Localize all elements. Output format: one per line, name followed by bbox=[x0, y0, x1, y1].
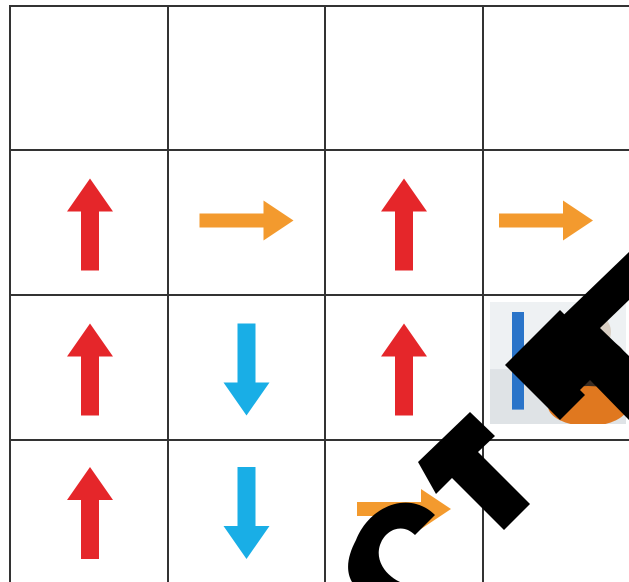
grid-cell-r1-c2 bbox=[167, 5, 326, 151]
photo-thumbnail-r3-c4 bbox=[490, 302, 626, 424]
arrow-up-icon-r2-c3 bbox=[381, 178, 427, 271]
arrow-right-icon-r2-c2 bbox=[199, 200, 294, 241]
arrow-up-icon-r4-c1 bbox=[67, 467, 113, 559]
arrow-down-icon-r3-c2 bbox=[223, 323, 270, 416]
grid-cell-r1-c4 bbox=[482, 5, 629, 151]
arrow-up-icon-r3-c1 bbox=[67, 323, 113, 416]
grid-cell-r1-c1 bbox=[9, 5, 169, 151]
arrow-up-icon-r3-c3 bbox=[381, 323, 427, 416]
arrow-right-icon-r2-c4 bbox=[499, 200, 593, 241]
grid-cell-r1-c3 bbox=[324, 5, 484, 151]
arrow-down-icon-r4-c2 bbox=[223, 467, 270, 559]
grid-cell-r4-c4 bbox=[482, 439, 629, 582]
arrow-up-icon-r2-c1 bbox=[67, 178, 113, 271]
